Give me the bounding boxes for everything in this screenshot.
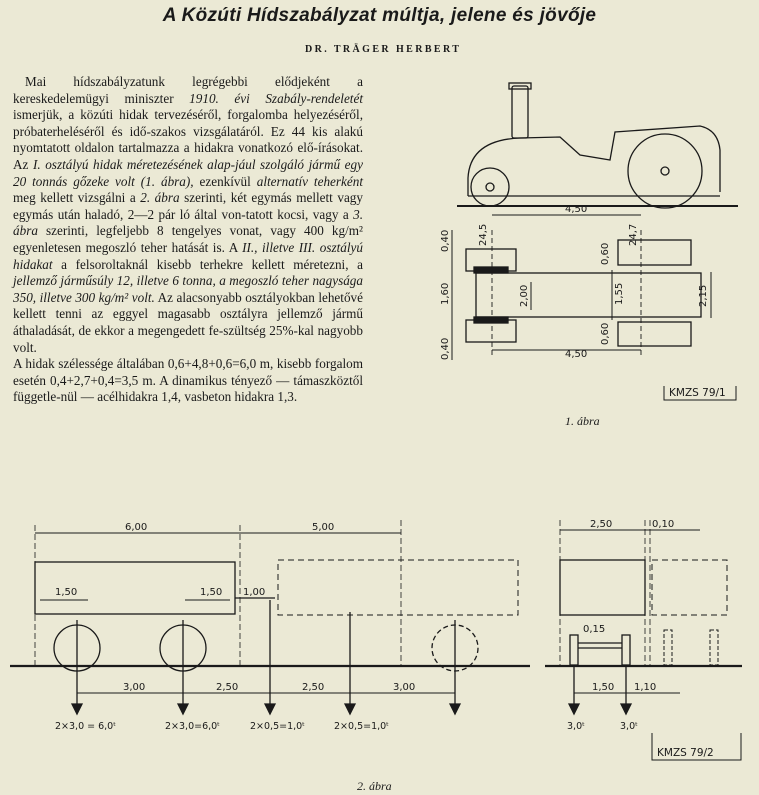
f1-right-lower: 0,60: [600, 323, 611, 345]
f1-right-top: 24,7: [628, 224, 639, 246]
f1-left-top: 24,5: [478, 224, 489, 246]
f2-sp2: 2,50: [216, 682, 238, 693]
f1-code: KMZS 79/1: [669, 387, 726, 399]
f2-sp4: 3,00: [393, 682, 415, 693]
f2-load-6: 3,0ᵗ: [620, 721, 638, 732]
cart-body: [34, 561, 236, 615]
f2-load-5: 3,0ᵗ: [567, 721, 585, 732]
f1-right-total: 2,15: [698, 285, 709, 307]
plough-side-view: [457, 82, 738, 209]
f1-left-upper: 0,40: [440, 230, 451, 252]
article-body: Mai hídszabályzatunk legrégebbi elődjeké…: [13, 74, 363, 406]
f1-wheelbase-top: 4,50: [565, 204, 587, 215]
f1-caption: 1. ábra: [565, 414, 600, 428]
f1-right-upper: 0,60: [600, 243, 611, 265]
f2-load-3: 2×0,5=1,0ᵗ: [250, 721, 305, 732]
f1-left-width: 2,00: [519, 285, 530, 307]
f2-load-4: 2×0,5=1,0ᵗ: [334, 721, 389, 732]
f1-width-label: 1,60: [440, 283, 451, 305]
f2-len2: 5,00: [312, 522, 334, 533]
f2-len1: 6,00: [125, 522, 147, 533]
f2-in3: 1,00: [243, 587, 265, 598]
f2-side-w: 2,50: [590, 519, 612, 530]
f2-in1: 1,50: [55, 587, 77, 598]
f2-load-1: 2×3,0 = 6,0ᵗ: [55, 721, 116, 732]
f2-sp3: 2,50: [302, 682, 324, 693]
paragraph-1: Mai hídszabályzatunk legrégebbi elődjeké…: [13, 74, 363, 355]
f1-left-lower: 0,40: [440, 338, 451, 360]
f2-side-b1: 1,50: [592, 682, 614, 693]
article-title: A Közúti Hídszabályzat múltja, jelene és…: [162, 5, 597, 26]
f2-in2: 1,50: [200, 587, 222, 598]
plough-plan-view: [451, 214, 737, 401]
f1-wheelbase-bottom: 4,50: [565, 349, 587, 360]
f2-side-b2: 1,10: [634, 682, 656, 693]
f2-side-h: 0,15: [583, 624, 605, 635]
f2-caption: 2. ábra: [357, 779, 392, 793]
f1-right-side: 1,55: [614, 283, 625, 305]
paragraph-2: A hidak szélessége általában 0,6+4,8+0,6…: [13, 356, 363, 405]
f2-sp1: 3,00: [123, 682, 145, 693]
f2-code: KMZS 79/2: [657, 747, 714, 759]
author-name: DR. TRÄGER HERBERT: [305, 44, 462, 55]
f2-load-2: 2×3,0=6,0ᵗ: [165, 721, 220, 732]
f2-side-g: 0,10: [652, 519, 674, 530]
